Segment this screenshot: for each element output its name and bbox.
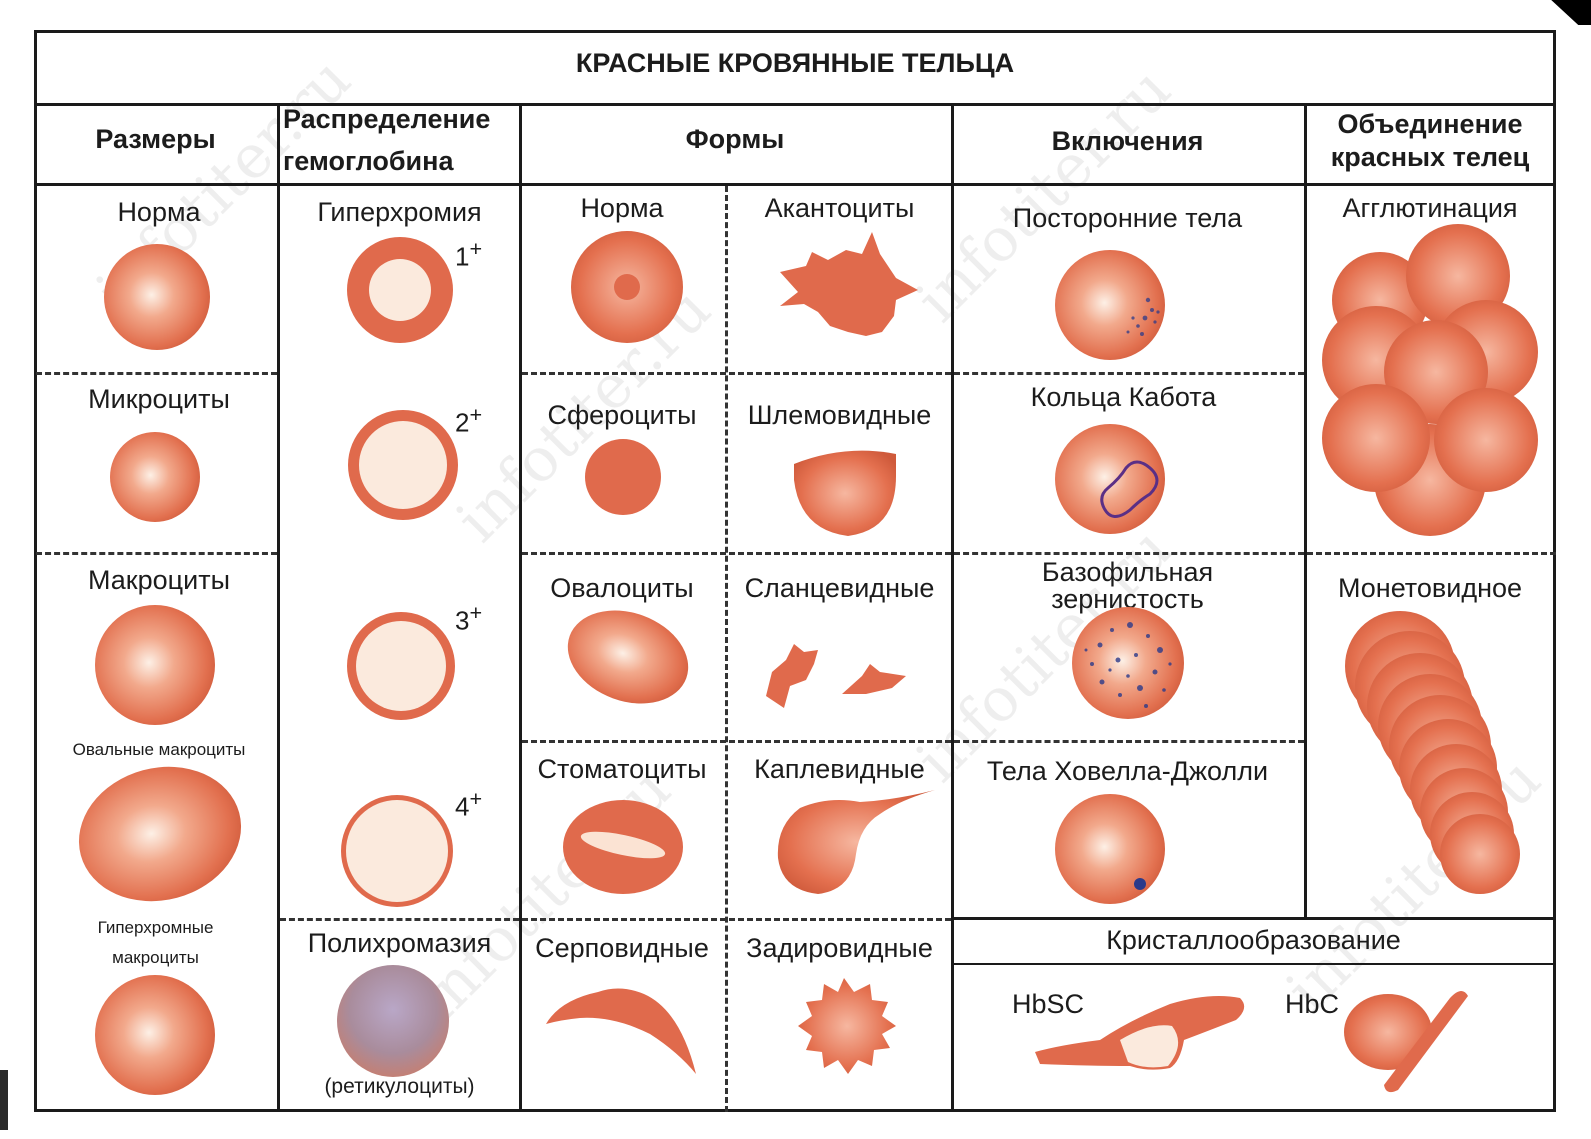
rbc-macrocyte [95, 605, 215, 725]
rouleaux-stack [1345, 611, 1520, 894]
rbc-normal-size [104, 244, 210, 350]
rbc-schistocyte [766, 644, 818, 708]
rbc-microcyte [110, 432, 200, 522]
rbc-spherocyte [585, 439, 661, 515]
rbc-acanthocyte [780, 232, 918, 336]
agglutination-cluster [1322, 224, 1538, 536]
rbc-cabot-rings [1055, 424, 1165, 534]
rbc-foreign-bodies [1055, 250, 1165, 360]
howell-jolly-body [1134, 878, 1146, 890]
rbc-oval-macrocyte [64, 749, 257, 919]
rbc-burr-cell [798, 978, 896, 1074]
rbc-hyperchromic-macrocyte [95, 975, 215, 1095]
rbc-sickle [546, 988, 696, 1074]
rbc-teardrop [778, 790, 935, 894]
rbc-helmet [794, 451, 896, 536]
rbc-polychromasia [337, 965, 449, 1077]
rbc-howell-jolly [1055, 794, 1165, 904]
rbc-ovalocyte [555, 594, 702, 719]
rbc-schistocyte [842, 664, 906, 694]
screen-edge [0, 1070, 8, 1130]
